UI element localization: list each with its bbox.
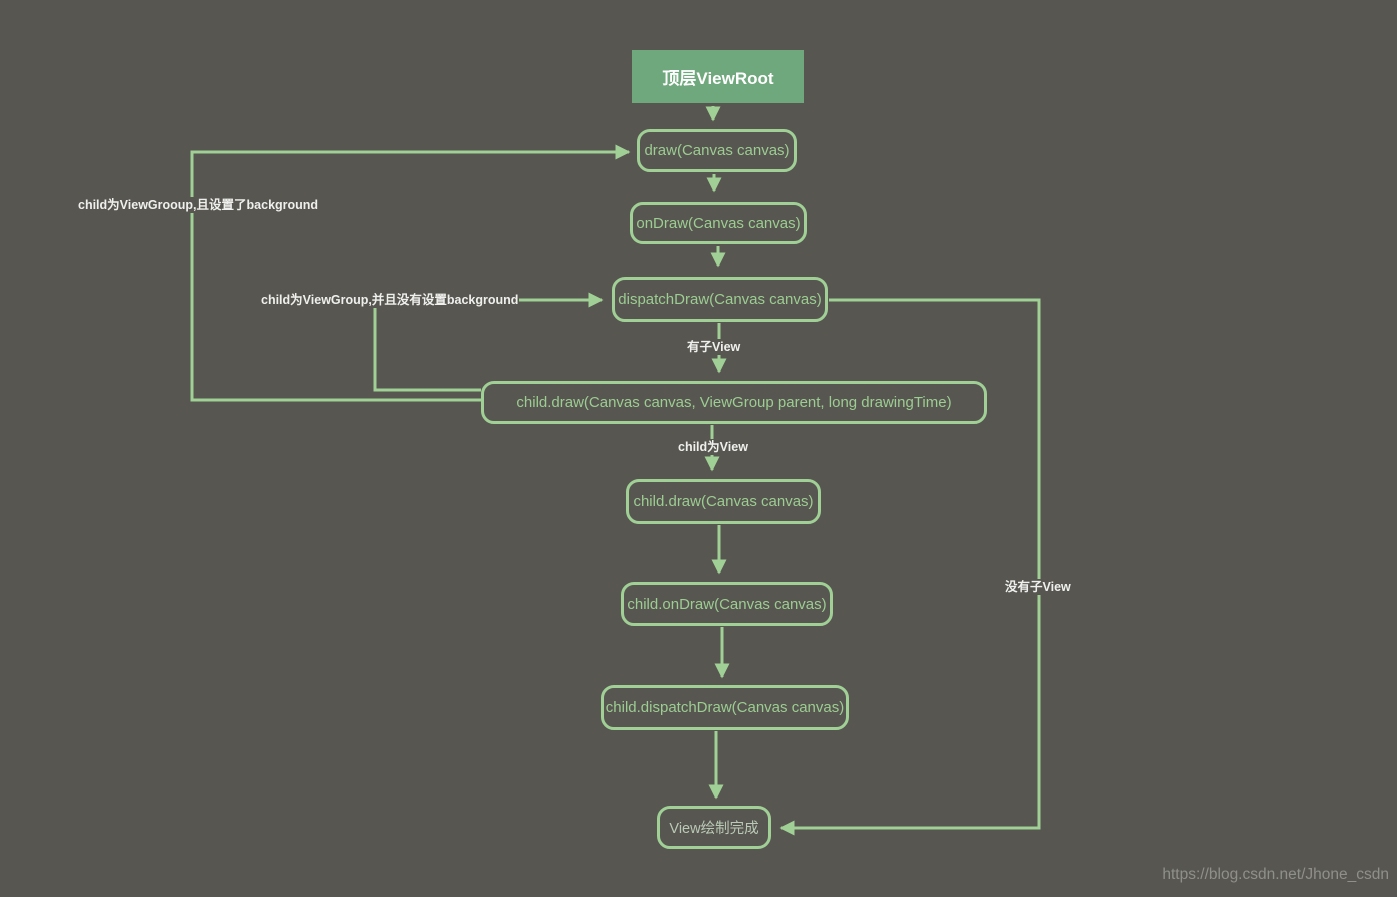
node-draw: draw(Canvas canvas) — [637, 129, 797, 172]
edge-label-child-is-view: child为View — [677, 439, 749, 455]
node-child-ondraw: child.onDraw(Canvas canvas) — [621, 582, 833, 626]
node-child-dispatchdraw: child.dispatchDraw(Canvas canvas) — [601, 685, 849, 730]
node-view-done: View绘制完成 — [657, 806, 771, 849]
node-viewroot: 顶层ViewRoot — [632, 50, 804, 103]
edge-label-viewgroup-no-background: child为ViewGroup,并且没有设置background — [260, 292, 520, 308]
node-child-draw: child.draw(Canvas canvas) — [626, 479, 821, 524]
edge-label-viewgroup-with-background: child为ViewGrooup,且设置了background — [77, 197, 320, 213]
node-ondraw: onDraw(Canvas canvas) — [630, 202, 807, 244]
edge-label-has-children: 有子View — [686, 339, 742, 355]
csdn-watermark: https://blog.csdn.net/Jhone_csdn — [1162, 866, 1389, 883]
node-dispatchdraw: dispatchDraw(Canvas canvas) — [612, 277, 828, 322]
node-child-draw-long: child.draw(Canvas canvas, ViewGroup pare… — [481, 381, 987, 424]
edge-label-no-children: 没有子View — [1004, 579, 1072, 595]
